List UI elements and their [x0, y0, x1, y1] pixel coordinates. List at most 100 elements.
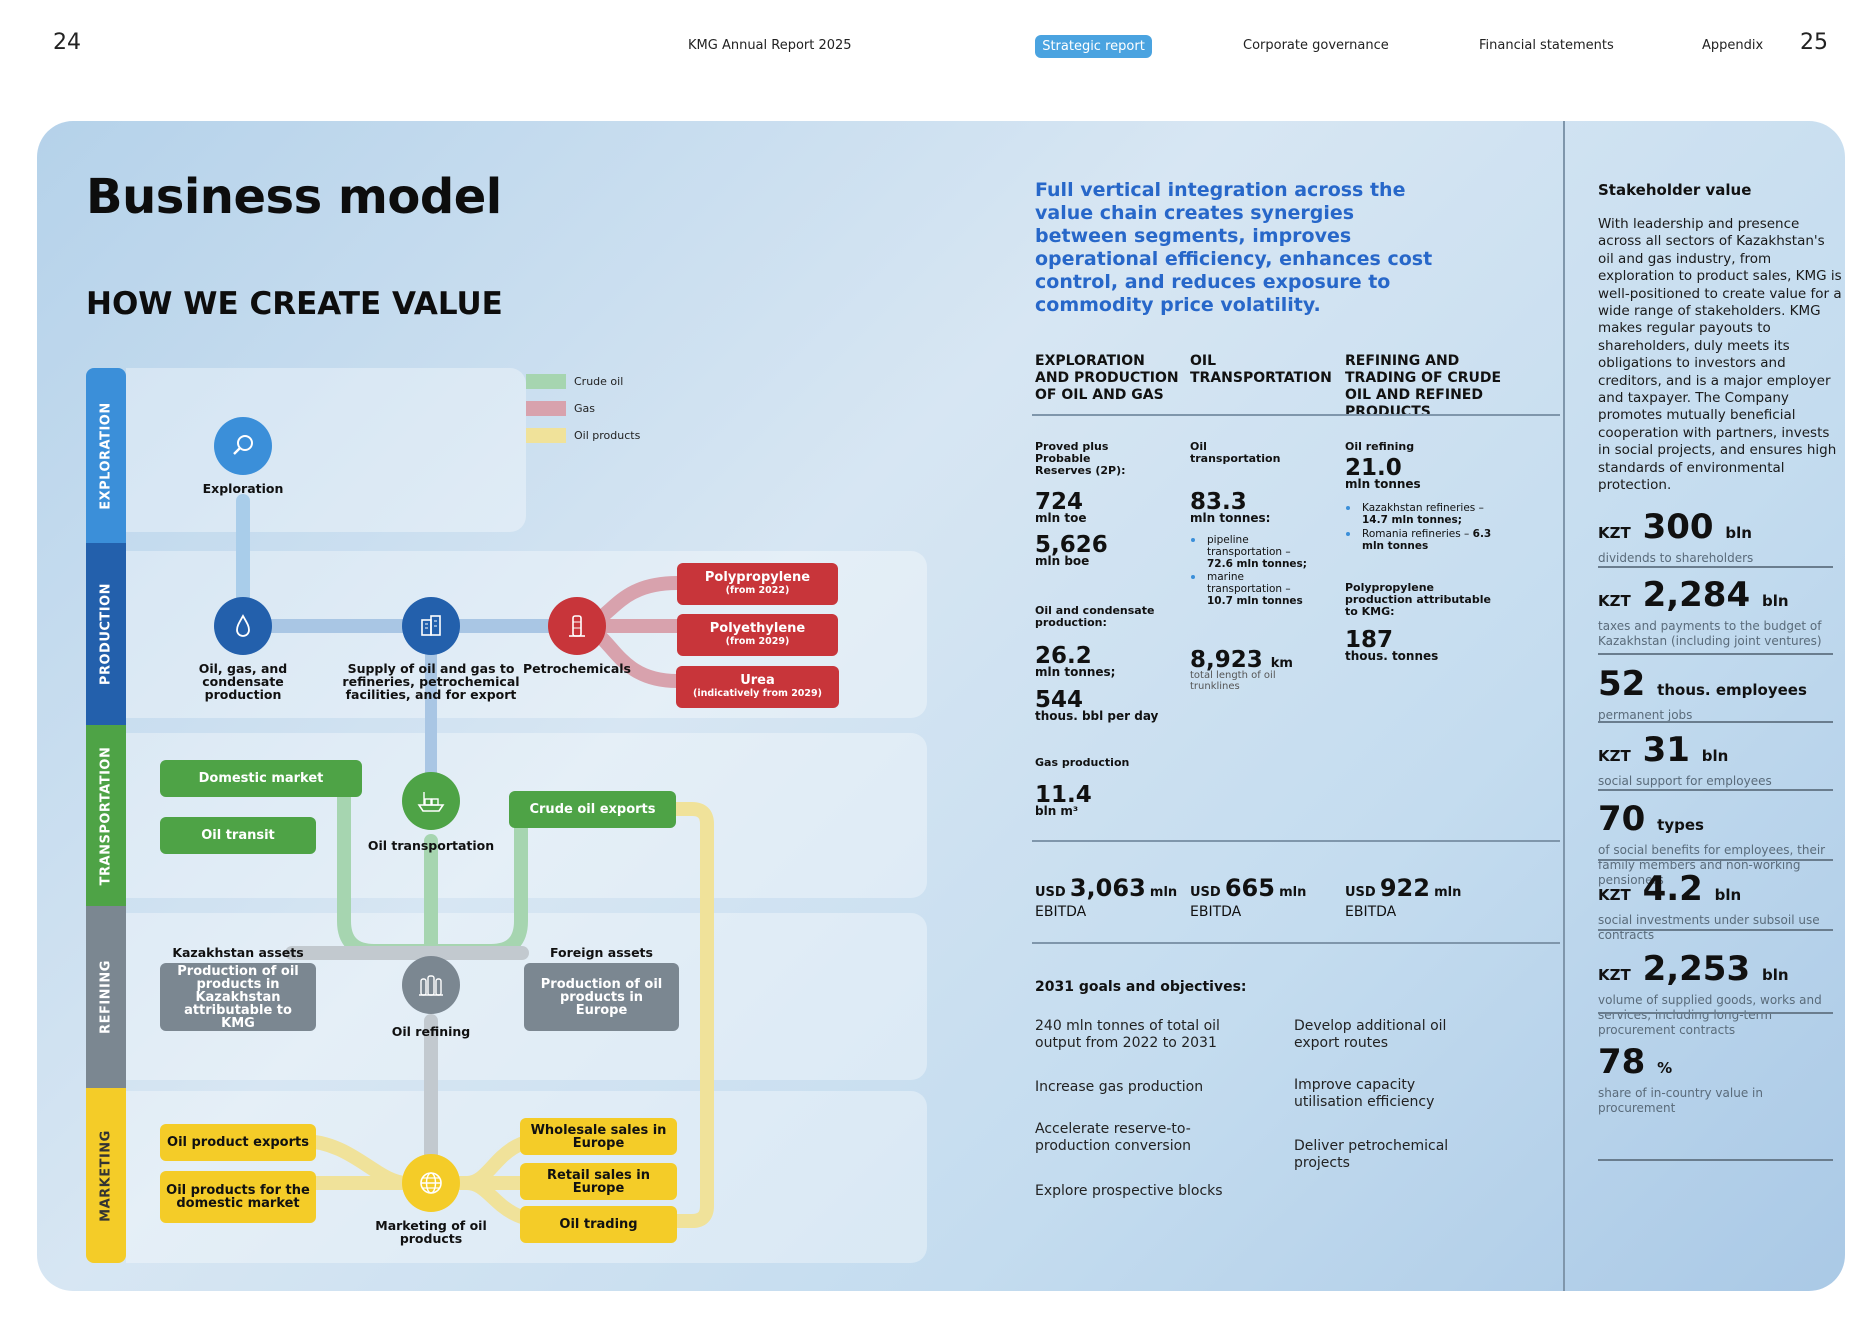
bbl-per-day-unit: thous. bbl per day: [1035, 709, 1159, 723]
refining-label: Oil refining: [1345, 440, 1415, 453]
report-title: KMG Annual Report 2025: [688, 38, 852, 53]
tab-financial-statements[interactable]: Financial statements: [1479, 38, 1614, 53]
kpi-divider: [1598, 929, 1833, 931]
oil-production-value: 26.2: [1035, 643, 1092, 669]
trunkline-length-value: 8,923 km: [1190, 647, 1293, 673]
gas-production-label: Gas production: [1035, 756, 1130, 769]
tab-appendix[interactable]: Appendix: [1702, 38, 1764, 53]
row-bg-exploration: [126, 368, 526, 532]
kpi-unit: thous. employees: [1657, 681, 1807, 699]
page-number-right: 25: [1800, 30, 1828, 55]
goals-heading: 2031 goals and objectives:: [1035, 979, 1247, 995]
stage-marketing: MARKETING: [86, 1088, 126, 1263]
transport-volume-unit: mln tonnes:: [1190, 511, 1271, 525]
polypropylene-box: Polypropylene(from 2022): [677, 563, 838, 605]
stage-production: PRODUCTION: [86, 543, 126, 725]
col1-heading: EXPLORATION AND PRODUCTION OF OIL AND GA…: [1035, 353, 1179, 403]
kpi-value: 2,253: [1642, 949, 1751, 989]
supply-label: Supply of oil and gas to refineries, pet…: [342, 661, 520, 702]
magnifier-icon: [233, 435, 253, 455]
oil-transportation-label: Oil transportation: [367, 838, 495, 853]
stage-refining: REFINING: [86, 906, 126, 1088]
goal-export-routes: Develop additional oil export routes: [1294, 1018, 1447, 1051]
transport-volume-value: 83.3: [1190, 489, 1247, 515]
kpi-value: 78: [1598, 1042, 1646, 1082]
kz-refineries-bullet: Kazakhstan refineries – 14.7 mln tonnes;: [1346, 502, 1502, 526]
kpi-divider: [1598, 859, 1833, 861]
refinery-building-icon: [421, 615, 441, 636]
kpi-divider: [1598, 566, 1833, 568]
oil-trading-box: Oil trading: [520, 1206, 677, 1243]
kpi-currency: KZT: [1598, 524, 1631, 542]
kpi-divider: [1598, 1012, 1833, 1014]
page-title: Business model: [86, 169, 502, 225]
polypropylene-label: Polypropylene production attributable to…: [1345, 581, 1491, 618]
globe-icon: [420, 1172, 442, 1194]
legend-crude: Crude oil: [574, 375, 624, 388]
production-label: Oil, gas, and condensate production: [198, 661, 288, 702]
legend-swatch-crude: [526, 374, 566, 389]
stage-transportation: TRANSPORTATION: [86, 725, 126, 906]
kazakhstan-assets-label: Kazakhstan assets: [172, 945, 304, 960]
oil-drop-icon: [236, 614, 250, 637]
stakeholder-kpi: 78 %share of in-country value in procure…: [1598, 1044, 1833, 1116]
kpi-value: 4.2: [1642, 869, 1703, 909]
stakeholder-text: With leadership and presence across all …: [1598, 216, 1842, 494]
polypropylene-unit: thous. tonnes: [1345, 649, 1439, 663]
supply-node: [402, 597, 460, 655]
foreign-assets-label: Foreign assets: [550, 945, 653, 960]
marketing-label: Marketing of oil products: [375, 1218, 487, 1246]
tanker-ship-icon: [417, 792, 445, 812]
reserves-label: Proved plus Probable Reserves (2P):: [1035, 440, 1126, 477]
petrochemical-column-icon: [569, 615, 585, 637]
exploration-label: Exploration: [202, 481, 284, 496]
kpi-unit: bln: [1761, 592, 1789, 610]
kpi-unit: %: [1657, 1059, 1673, 1077]
marketing-node: [402, 1154, 460, 1212]
business-model-panel: Business model HOW WE CREATE VALUE EXPLO…: [37, 121, 1845, 1291]
divider-bottom: [1032, 942, 1560, 944]
goal-gas-production: Increase gas production: [1035, 1079, 1204, 1095]
condensate-label: Oil and condensate production:: [1035, 604, 1155, 629]
petrochemicals-node: [548, 597, 606, 655]
kpi-currency: KZT: [1598, 592, 1631, 610]
tab-corporate-governance[interactable]: Corporate governance: [1243, 38, 1389, 53]
stage-exploration: EXPLORATION: [86, 368, 126, 543]
kpi-unit: bln: [1701, 747, 1729, 765]
oil-production-unit: mln tonnes;: [1035, 665, 1116, 679]
kpi-currency: KZT: [1598, 747, 1631, 765]
oil-product-exports-box: Oil product exports: [160, 1124, 316, 1161]
urea-box: Urea(indicatively from 2029): [676, 666, 839, 708]
kpi-divider: [1598, 721, 1833, 723]
exploration-node: [214, 417, 272, 475]
gas-production-value: 11.4: [1035, 782, 1092, 808]
column-separator: [1563, 121, 1565, 1291]
reserves-boe-unit: mln boe: [1035, 554, 1090, 568]
polypropylene-value: 187: [1345, 627, 1394, 653]
oil-transportation-node: [402, 772, 460, 830]
oil-transit-box: Oil transit: [160, 817, 316, 854]
retail-box: Retail sales in Europe: [520, 1163, 677, 1200]
domestic-products-box: Oil products for the domestic market: [160, 1171, 316, 1223]
refining-volume-value: 21.0: [1345, 455, 1402, 481]
kpi-divider: [1598, 789, 1833, 791]
goal-reserve-conversion: Accelerate reserve-to-production convers…: [1035, 1121, 1192, 1154]
marine-bullet: marine transportation – 10.7 mln tonnes: [1191, 571, 1317, 607]
kpi-description: of social benefits for employees, their …: [1598, 843, 1826, 887]
polyethylene-box: Polyethylene(from 2029): [677, 614, 838, 656]
domestic-market-box: Domestic market: [160, 760, 362, 797]
tab-strategic-report[interactable]: Strategic report: [1035, 35, 1152, 58]
bbl-per-day-value: 544: [1035, 687, 1084, 713]
kpi-divider: [1598, 653, 1833, 655]
kpi-description: dividends to shareholders: [1598, 551, 1754, 565]
kpi-description: taxes and payments to the budget of Kaza…: [1598, 619, 1822, 648]
col3-heading: REFINING AND TRADING OF CRUDE OIL AND RE…: [1345, 353, 1502, 420]
